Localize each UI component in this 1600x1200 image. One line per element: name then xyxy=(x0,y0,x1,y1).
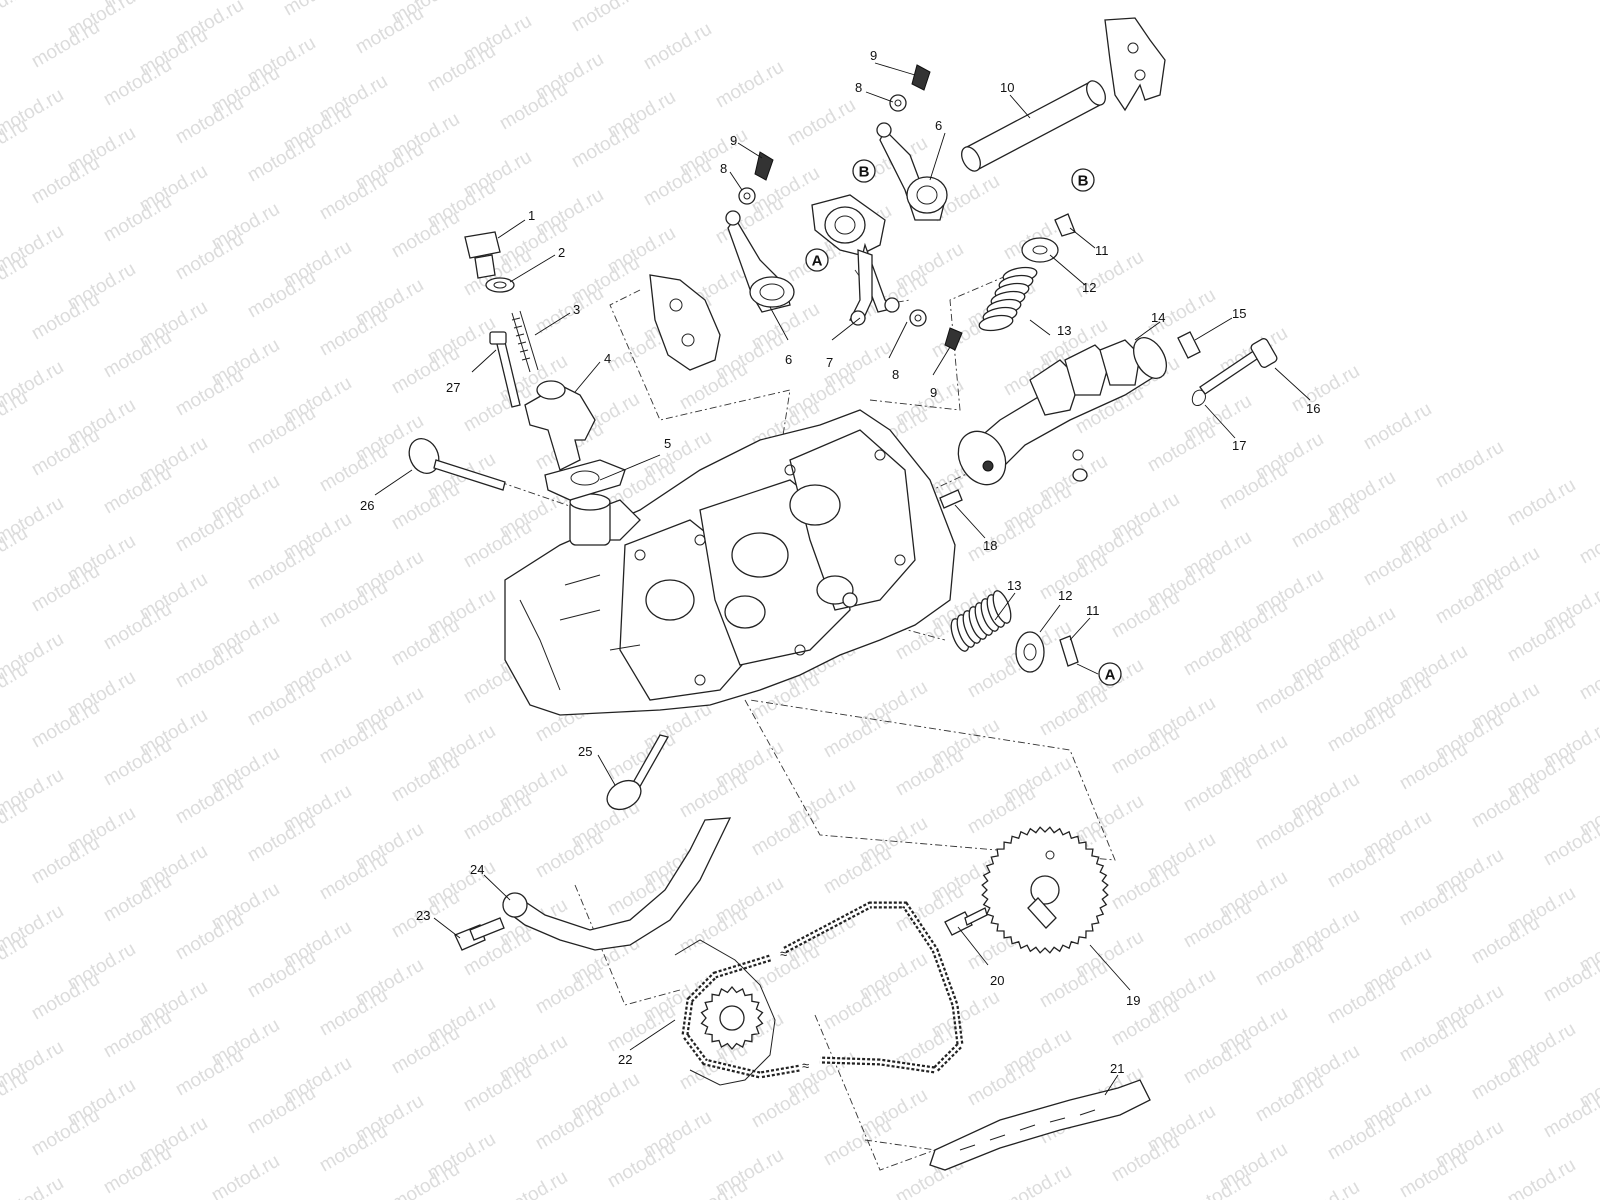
reference-markers: B A B A xyxy=(805,159,1122,686)
chain-guide-upper xyxy=(454,817,732,951)
watermark-text: motod.ru xyxy=(1432,437,1507,493)
callout-10: 10 xyxy=(1000,80,1014,95)
watermark-text: motod.ru xyxy=(1576,649,1600,705)
callout-22: 22 xyxy=(618,1052,632,1067)
chain-break-mark: ≈ xyxy=(780,946,787,961)
ref-marker-a2: A xyxy=(1105,667,1116,684)
watermark-text: motod.ru xyxy=(1360,399,1435,455)
callout-20: 20 xyxy=(990,973,1004,988)
callout-labels: 1 2 3 4 5 6 6 7 8 8 8 9 9 9 10 11 11 12 … xyxy=(360,48,1320,1076)
cam-sprocket xyxy=(981,826,1109,954)
callout-12a: 12 xyxy=(1082,280,1096,295)
watermark-text: motod.ru xyxy=(1504,1155,1579,1200)
intake-valve xyxy=(408,437,506,491)
callout-2: 2 xyxy=(558,245,565,260)
callout-21: 21 xyxy=(1110,1061,1124,1076)
sprocket-bolt xyxy=(944,907,988,936)
callout-8c: 8 xyxy=(892,367,899,382)
chain-guide-lower xyxy=(929,1079,1151,1171)
callout-1: 1 xyxy=(528,208,535,223)
callout-8a: 8 xyxy=(855,80,862,95)
callout-11b: 11 xyxy=(1086,603,1100,618)
cylinder-head xyxy=(504,409,956,716)
valve-spring-upper xyxy=(978,213,1076,332)
sprocket-hub xyxy=(1030,875,1060,905)
watermark-text: motod.ru xyxy=(712,57,787,113)
watermark-text: motod.ru xyxy=(784,95,859,151)
spring-coil xyxy=(978,314,1014,332)
callout-6a: 6 xyxy=(785,352,792,367)
callout-13b: 13 xyxy=(1007,578,1021,593)
callout-9a: 9 xyxy=(870,48,877,63)
callout-26: 26 xyxy=(360,498,374,513)
sprocket-hub xyxy=(719,1005,745,1031)
watermark-text: motod.ru xyxy=(640,19,715,75)
watermark-text: motod.ru xyxy=(1504,475,1579,531)
callout-17: 17 xyxy=(1232,438,1246,453)
watermark-text: motod.ru xyxy=(1180,1169,1255,1200)
crank-sprocket xyxy=(674,939,776,1086)
spring-coil xyxy=(992,590,1012,624)
watermark-text: motod.ru xyxy=(1288,361,1363,417)
rocker-arm-left xyxy=(725,210,795,313)
callout-7: 7 xyxy=(826,355,833,370)
rocker-arm-center xyxy=(811,194,900,326)
callout-19: 19 xyxy=(1126,993,1140,1008)
watermark-text: motod.ru xyxy=(1540,1087,1600,1143)
ref-marker-a1: A xyxy=(812,253,823,270)
rocker-arm-right xyxy=(876,122,948,221)
callout-16: 16 xyxy=(1306,401,1320,416)
callout-3: 3 xyxy=(573,302,580,317)
watermark-text: motod.ru xyxy=(568,0,643,36)
callout-23: 23 xyxy=(416,908,430,923)
rocker-shaft xyxy=(961,80,1106,172)
watermark-text: motod.ru xyxy=(1576,513,1600,569)
valve-spring-lower xyxy=(950,590,1079,673)
rocker-support-block xyxy=(649,274,721,371)
callout-18: 18 xyxy=(983,538,997,553)
cam-small-parts xyxy=(939,331,1278,509)
callout-6b: 6 xyxy=(935,118,942,133)
watermark-text: motod.ru xyxy=(208,1151,283,1200)
watermark-text: motod.ru xyxy=(0,1173,67,1200)
watermark-text: motod.ru xyxy=(1000,1161,1075,1200)
leader-lines xyxy=(374,62,1311,1096)
callout-9c: 9 xyxy=(930,385,937,400)
callout-14: 14 xyxy=(1151,310,1165,325)
chain-break-mark-lower: ≈ xyxy=(802,1058,809,1073)
timing-chain: ≈ ≈ xyxy=(681,901,964,1079)
watermark-text: motod.ru xyxy=(0,0,31,34)
callout-9b: 9 xyxy=(730,133,737,148)
callout-27: 27 xyxy=(446,380,460,395)
watermark-text: motod.ru xyxy=(496,1167,571,1200)
callout-8b: 8 xyxy=(720,161,727,176)
watermark-text: motod.ru xyxy=(676,1175,751,1200)
callout-4: 4 xyxy=(604,351,611,366)
watermark-text: motod.ru xyxy=(1288,1177,1363,1200)
watermark-text: motod.ru xyxy=(280,0,355,20)
callout-5: 5 xyxy=(664,436,671,451)
callout-15: 15 xyxy=(1232,306,1246,321)
rocker-support-block-right xyxy=(1104,17,1166,112)
callout-24: 24 xyxy=(470,862,484,877)
watermark-text: motod.ru xyxy=(1540,951,1600,1007)
callout-25: 25 xyxy=(578,744,592,759)
adjust-nuts-screws xyxy=(738,64,963,351)
callout-12b: 12 xyxy=(1058,588,1072,603)
ref-marker-b1: B xyxy=(859,164,870,181)
watermark-text: motod.ru xyxy=(1540,815,1600,871)
ref-marker-b2: B xyxy=(1078,173,1089,190)
tensioner-group xyxy=(464,231,626,501)
camshaft xyxy=(957,337,1168,486)
exhaust-valve xyxy=(606,734,669,811)
callout-13a: 13 xyxy=(1057,323,1071,338)
callout-11a: 11 xyxy=(1095,243,1109,258)
